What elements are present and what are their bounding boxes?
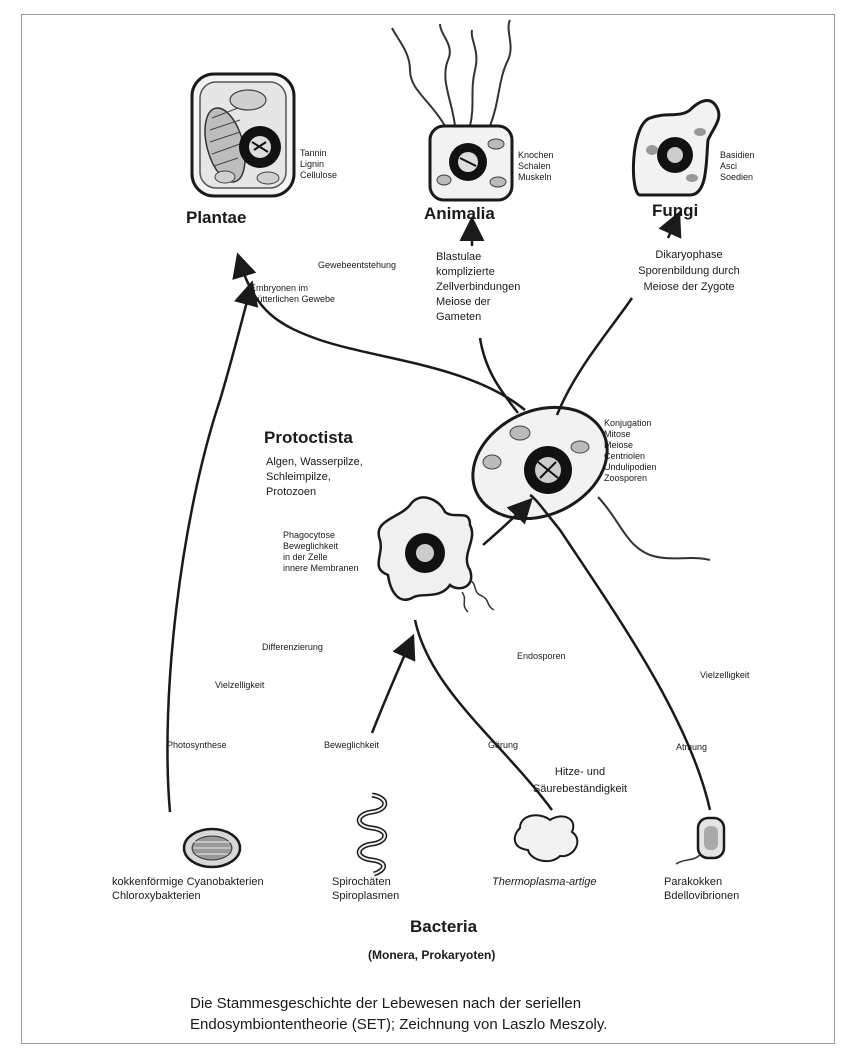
protoctist-cell-features: Konjugation Mitose Meiose Centriolen Und… bbox=[604, 418, 657, 483]
trait-vielzelligkeit-left: Vielzelligkeit bbox=[215, 680, 265, 690]
line-spiro-to-amoeba bbox=[370, 633, 416, 734]
amoeboid-cell-illustration bbox=[377, 496, 495, 613]
protoctist-cell-illustration bbox=[471, 405, 711, 561]
bacteria-subtitle: (Monera, Prokaryoten) bbox=[368, 948, 496, 962]
line-cyano-to-plantae bbox=[166, 280, 259, 813]
figure-caption: Die Stammesgeschichte der Lebewesen nach… bbox=[190, 995, 608, 1033]
trait-atmung: Atmung bbox=[676, 742, 708, 752]
arrow-to-fungi bbox=[658, 210, 682, 239]
trait-embryonen: Embryonen im mütterlichen Gewebe bbox=[250, 283, 336, 304]
kingdom-plantae: Plantae bbox=[186, 208, 247, 227]
protoctista-members: Algen, Wasserpilze, Schleimpilze, Protoz… bbox=[266, 456, 363, 498]
lineage-lines bbox=[166, 210, 712, 813]
trait-gaerung: Gärung bbox=[488, 740, 519, 750]
thermoplasma-illustration bbox=[513, 814, 579, 863]
kingdom-fungi: Fungi bbox=[652, 201, 699, 220]
trait-beweglichkeit: Beweglichkeit bbox=[324, 740, 380, 750]
spirochete-illustration bbox=[356, 792, 388, 877]
bacteria-group-cyano: kokkenförmige Cyanobakterien Chloroxybak… bbox=[112, 876, 264, 902]
paracoccus-illustration bbox=[675, 816, 726, 865]
kingdom-bacteria: Bacteria bbox=[410, 917, 478, 936]
animalia-features: Knochen Schalen Muskeln bbox=[518, 150, 554, 182]
line-para-to-protoctist bbox=[529, 493, 712, 811]
trait-dikaryophase: Dikaryophase Sporenbildung durch Meiose … bbox=[638, 249, 740, 293]
trait-endosporen: Endosporen bbox=[517, 651, 566, 661]
trait-vielzelligkeit-right: Vielzelligkeit bbox=[700, 670, 750, 680]
fungi-features: Basidien Asci Soedien bbox=[720, 150, 755, 182]
trait-gewebeentstehung: Gewebeentstehung bbox=[318, 260, 397, 270]
plant-cell-illustration bbox=[190, 72, 296, 198]
bacteria-group-spiro: Spirochäten Spiroplasmen bbox=[332, 876, 400, 902]
cyanobacterium-illustration bbox=[182, 827, 242, 869]
bacteria-group-para: Parakokken Bdellovibrionen bbox=[664, 876, 740, 902]
animal-cell-illustration bbox=[391, 19, 514, 202]
line-protoctista-to-plantae bbox=[232, 252, 526, 411]
line-protoctista-to-fungi bbox=[555, 297, 634, 416]
trait-blastulae: Blastulae komplizierte Zellverbindungen … bbox=[436, 251, 521, 323]
trait-phagocytose: Phagocytose Beweglichkeit in der Zelle i… bbox=[283, 530, 359, 573]
kingdom-protoctista: Protoctista bbox=[264, 428, 353, 447]
kingdom-animalia: Animalia bbox=[424, 204, 495, 223]
trait-differenzierung: Differenzierung bbox=[262, 642, 323, 652]
line-thermo-to-amoeba bbox=[413, 619, 554, 811]
bacteria-group-thermo: Thermoplasma-artige bbox=[492, 876, 597, 888]
figure-frame bbox=[21, 14, 835, 1044]
trait-photosynthese: Photosynthese bbox=[167, 740, 227, 750]
plantae-features: Tannin Lignin Cellulose bbox=[300, 148, 338, 180]
line-protoctista-to-animalia bbox=[478, 337, 519, 414]
fungal-cell-illustration bbox=[632, 99, 721, 197]
line-amoeba-to-protoctist bbox=[482, 497, 533, 546]
trait-hitze: Hitze- und Säurebeständigkeit bbox=[532, 766, 628, 795]
